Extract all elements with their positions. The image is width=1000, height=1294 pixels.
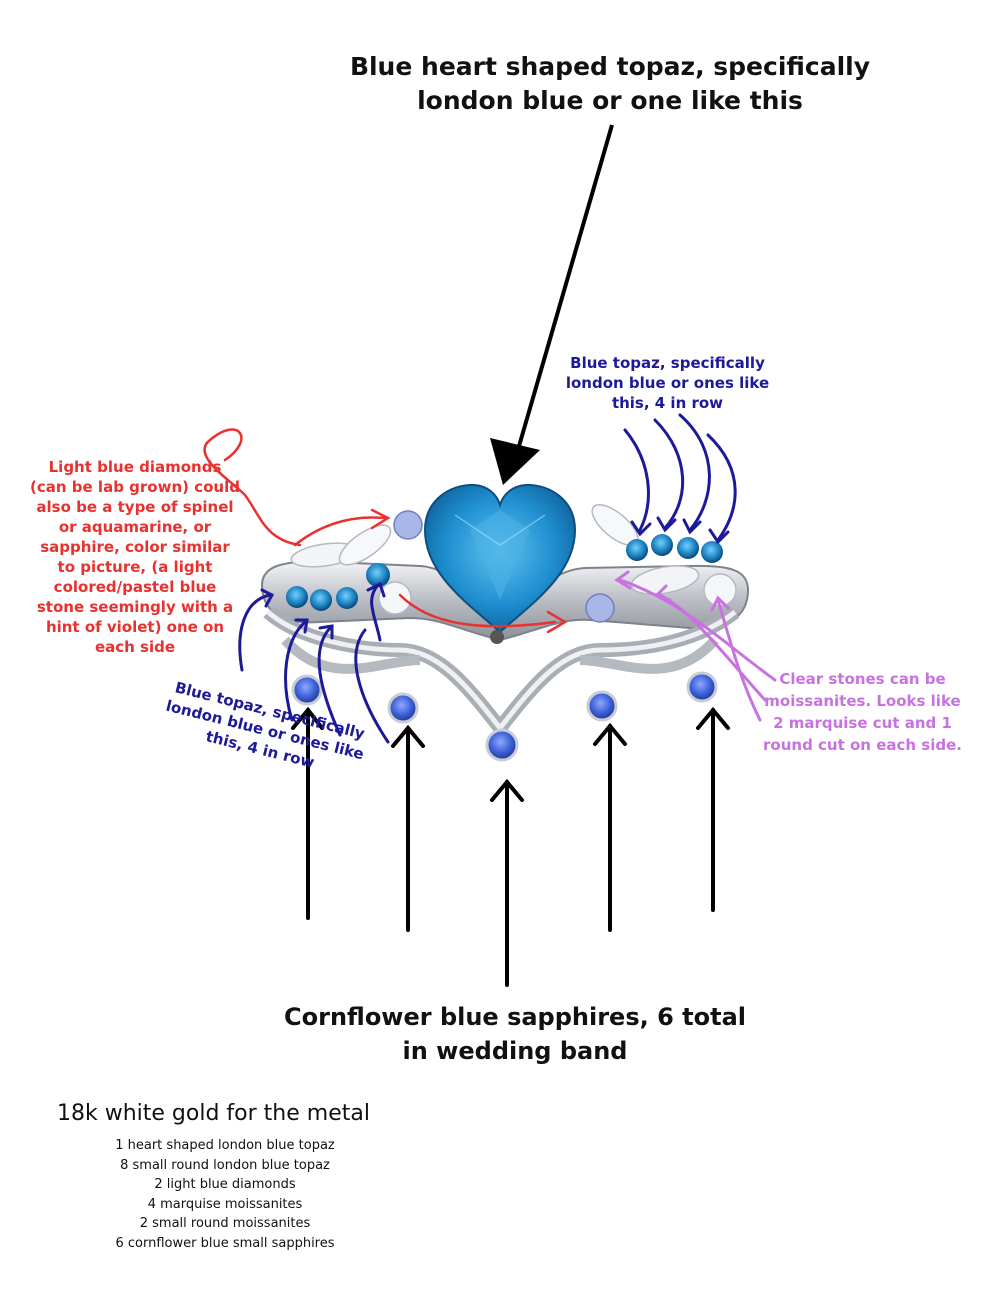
spec-item: 2 small round moissanites [139, 1216, 311, 1231]
topaz-right-label: Blue topaz, specifically london blue or … [565, 354, 770, 412]
moissanite-stones [290, 504, 737, 615]
topaz-row-right [626, 534, 723, 563]
spec-item: 4 marquise moissanites [147, 1196, 303, 1212]
spec-item: 6 cornflower blue small sapphires [115, 1235, 335, 1251]
light-blue-diamonds-label: Light blue diamonds (can be lab grown) c… [30, 458, 240, 656]
light-blue-diamonds [393, 510, 615, 623]
heart-topaz [423, 483, 577, 644]
spec-item: 1 heart shaped london blue topaz [115, 1138, 335, 1153]
arrows-sapphires [291, 706, 730, 987]
topaz-row-left [286, 563, 390, 611]
arrow-heart [490, 124, 614, 485]
metal-label: 18k white gold for the metal [57, 1101, 370, 1126]
spec-item: 8 small round london blue topaz [120, 1157, 330, 1173]
heart-topaz-label: Blue heart shaped topaz, specifically lo… [349, 52, 871, 115]
arrows-red [203, 428, 568, 634]
sapphire-stones [291, 671, 718, 762]
arrows-blue [238, 413, 737, 744]
sapphires-label: Cornflower blue sapphires, 6 total in we… [284, 1003, 746, 1065]
arrows-violet [614, 570, 777, 722]
spec-list: 1 heart shaped london blue topaz 8 small… [70, 1136, 380, 1253]
spec-item: 2 light blue diamonds [154, 1177, 296, 1192]
clear-stones-label: Clear stones can be moissanites. Looks l… [763, 670, 962, 754]
